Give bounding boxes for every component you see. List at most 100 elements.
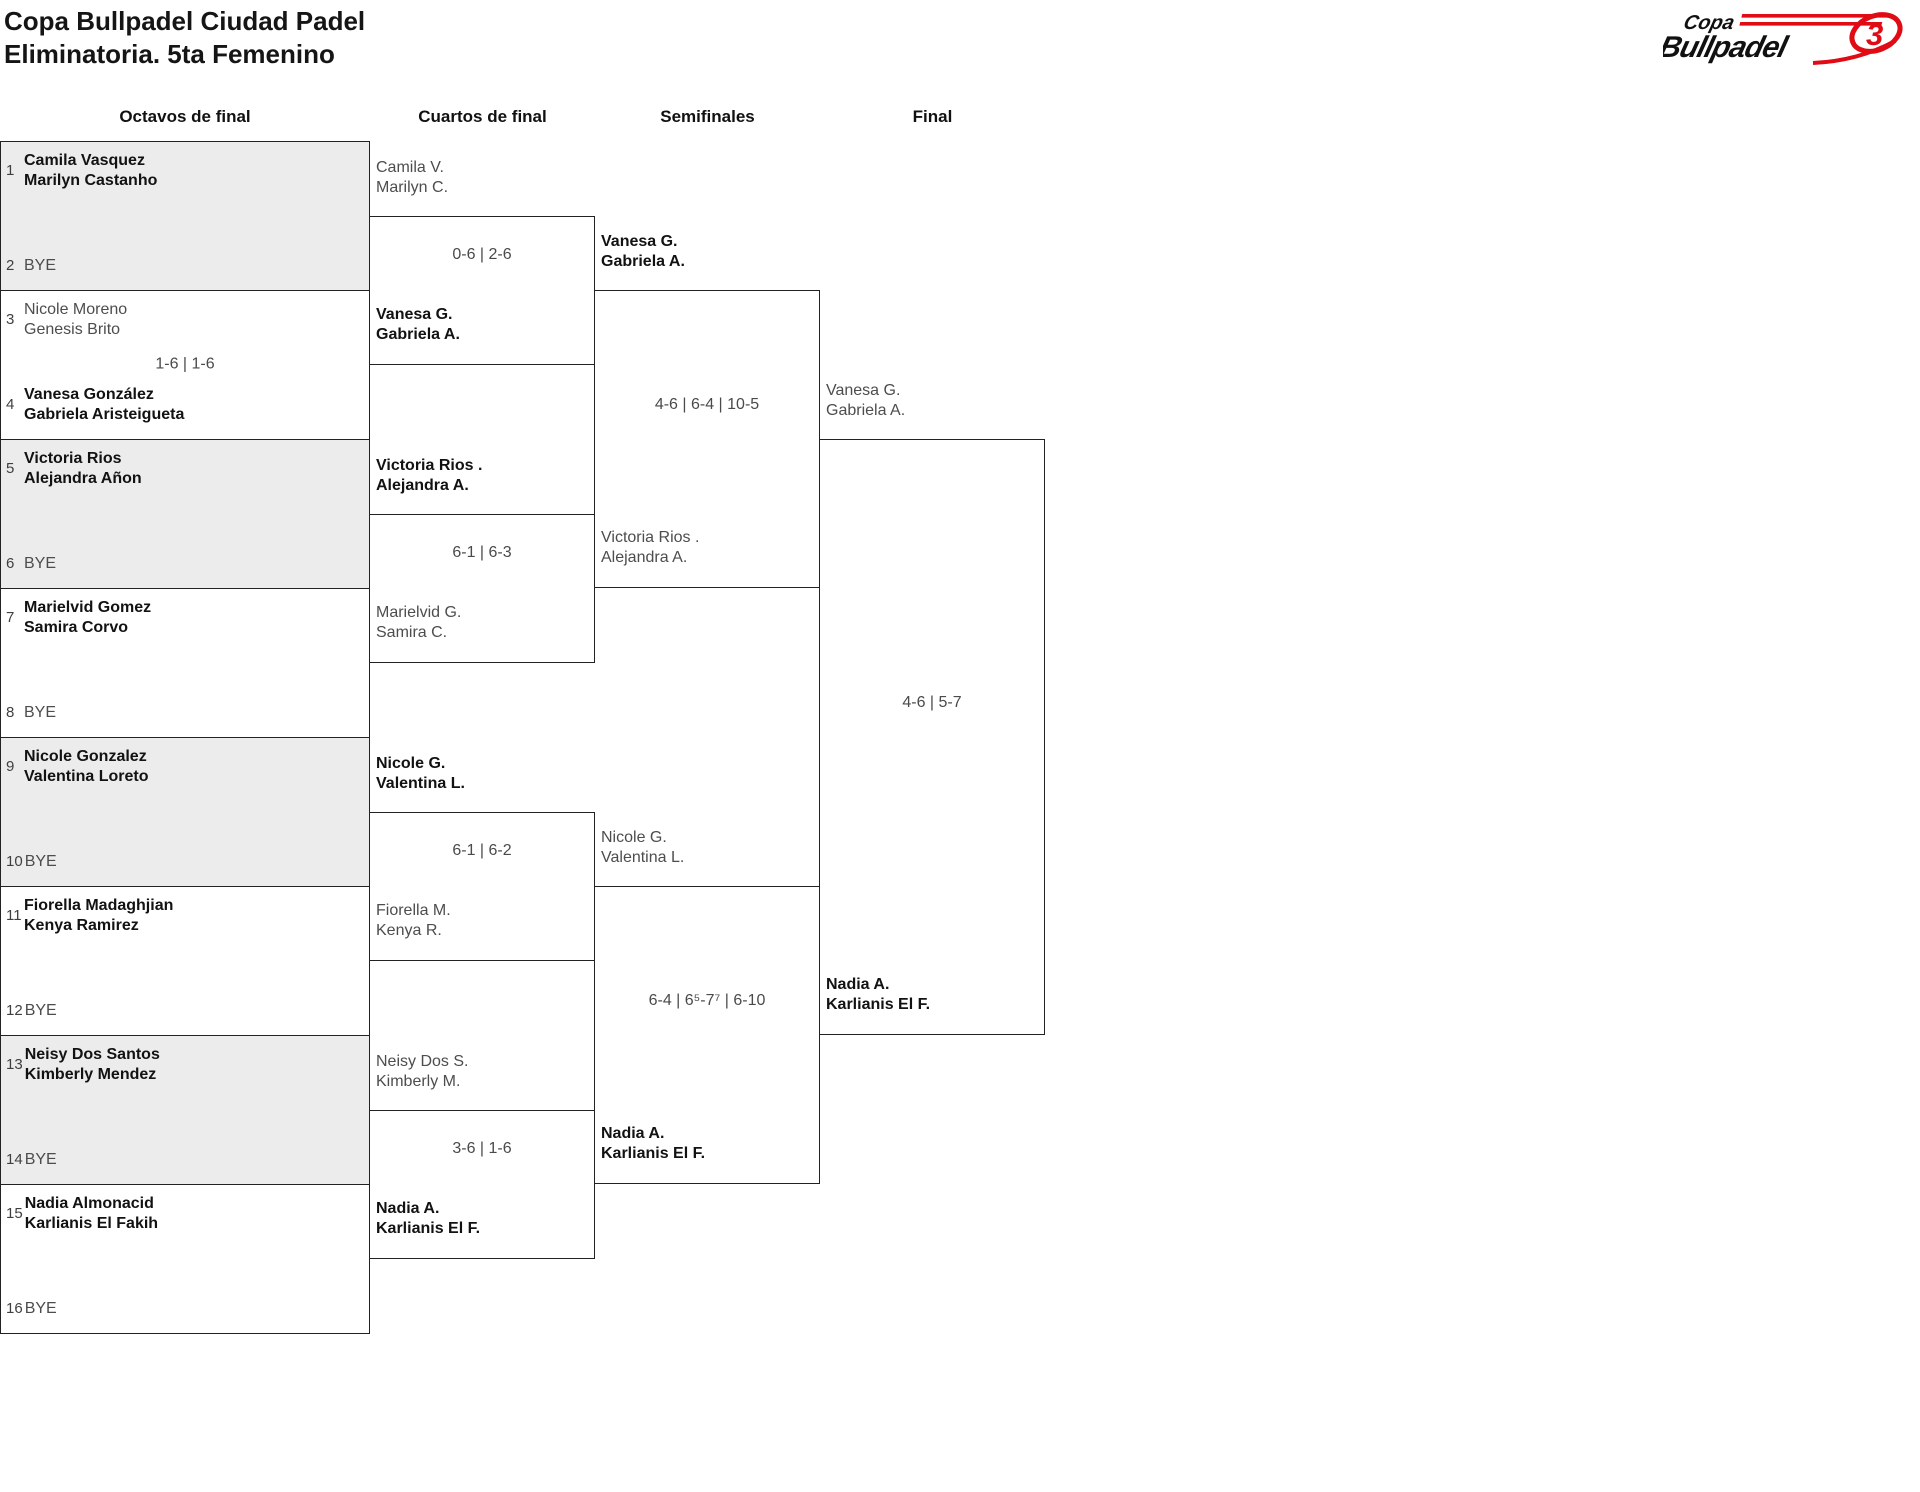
player-name: Kimberly M. — [376, 1072, 461, 1090]
seed-number: 4 — [6, 396, 15, 413]
team-entry: 1 Camila Vasquez Marilyn Castanho — [1, 151, 361, 190]
team-entry: 9 Nicole Gonzalez Valentina Loreto — [1, 747, 361, 786]
bye-label: BYE — [24, 554, 57, 572]
player-name: Vanesa G. — [601, 233, 678, 250]
player-name: Gabriela Aristeigueta — [24, 405, 185, 423]
seed-number: 15 — [6, 1205, 23, 1222]
player-name: Karlianis El F. — [826, 995, 931, 1013]
seed-number: 7 — [6, 609, 15, 626]
qf-match-4: Neisy Dos S. Kimberly M. 3-6 | 1-6 Nadia… — [369, 1053, 595, 1259]
player-name: Samira Corvo — [24, 618, 129, 636]
logo-speedline-1 — [1741, 14, 1891, 18]
team-entry: 11 Fiorella Madaghjian Kenya Ramirez — [1, 896, 361, 935]
team-entry-bye: 14 BYE — [1, 1150, 361, 1170]
match-score: 3-6 | 1-6 — [452, 1140, 512, 1157]
copa-bullpadel-logo: Copa Bullpadel 3 — [1663, 12, 1903, 65]
bye-label: BYE — [24, 852, 57, 870]
player-name: Fiorella M. — [376, 902, 451, 919]
bye-label: BYE — [24, 1150, 57, 1168]
player-name: Nadia Almonacid — [24, 1195, 154, 1212]
team-label: Marielvid G. Samira C. — [376, 603, 461, 642]
player-name: Nicole G. — [601, 829, 667, 846]
sf-match-1: Vanesa G. Gabriela A. 4-6 | 6-4 | 10-5 V… — [594, 233, 820, 588]
round-header-cuartos: Cuartos de final — [418, 107, 547, 126]
seed-number: 8 — [6, 703, 15, 721]
team-entry-bye: 6 BYE — [1, 554, 361, 574]
match-score: 6-1 | 6-2 — [452, 842, 512, 859]
bye-label: BYE — [24, 703, 57, 721]
logo-speedline-2 — [1739, 22, 1883, 26]
player-name: Nicole G. — [376, 755, 446, 772]
match-score: 6-4 | 6⁵-7⁷ | 6-10 — [648, 992, 766, 1009]
seed-number: 16 — [6, 1299, 23, 1317]
seed-number: 13 — [6, 1056, 23, 1073]
player-name: Vanesa G. — [376, 306, 453, 323]
player-name: Karlianis El F. — [601, 1144, 706, 1162]
player-name: Camila V. — [376, 159, 444, 176]
player-name: Fiorella Madaghjian — [24, 897, 174, 914]
logo-copa-text: Copa — [1681, 12, 1736, 34]
player-name: Vanesa G. — [826, 382, 901, 399]
seed-number: 10 — [6, 852, 23, 870]
team-label: Vanesa G. Gabriela A. — [826, 381, 905, 420]
player-name: Kenya Ramirez — [24, 916, 139, 934]
team-label: Nadia A. Karlianis El F. — [376, 1199, 480, 1238]
match-score: 4-6 | 5-7 — [902, 694, 962, 711]
team-entry: 7 Marielvid Gomez Samira Corvo — [1, 598, 361, 637]
qf-match-2: Victoria Rios . Alejandra A. 6-1 | 6-3 M… — [369, 457, 595, 663]
page-header: Copa Bullpadel Ciudad Padel Eliminatoria… — [4, 5, 365, 71]
r16-match-7: 13 Neisy Dos Santos Kimberly Mendez 14 B… — [0, 1035, 370, 1185]
match-score: 0-6 | 2-6 — [452, 246, 512, 263]
player-name: Neisy Dos Santos — [24, 1046, 160, 1063]
team-entry-bye: 16 BYE — [1, 1299, 361, 1319]
logo-emblem-glyph: 3 — [1866, 17, 1883, 52]
team-entry-bye: 8 BYE — [1, 703, 361, 723]
player-name: Valentina L. — [601, 848, 685, 866]
player-name: Alejandra A. — [601, 548, 688, 566]
team-label: Nicole G. Valentina L. — [376, 754, 465, 793]
team-entry-bye: 2 BYE — [1, 256, 361, 276]
team-label: Vanesa G. Gabriela A. — [376, 305, 460, 344]
logo-text-group: Copa Bullpadel — [1663, 12, 1891, 64]
team-entry: 5 Victoria Rios Alejandra Añon — [1, 449, 361, 488]
r16-match-6: 11 Fiorella Madaghjian Kenya Ramirez 12 … — [0, 886, 370, 1036]
logo-bullpadel-text: Bullpadel — [1663, 30, 1792, 63]
team-label: Nicole G. Valentina L. — [601, 828, 684, 867]
player-name: Nadia A. — [376, 1200, 440, 1217]
player-name: Victoria Rios . — [601, 529, 700, 546]
player-name: Neisy Dos S. — [376, 1053, 469, 1070]
r16-match-4: 7 Marielvid Gomez Samira Corvo 8 BYE — [0, 588, 370, 738]
r16-match-1: 1 Camila Vasquez Marilyn Castanho 2 BYE — [0, 141, 370, 291]
team-label: Camila V. Marilyn C. — [376, 158, 448, 197]
team-label: Fiorella M. Kenya R. — [376, 901, 451, 940]
r16-match-2: 3 Nicole Moreno Genesis Brito 1-6 | 1-6 … — [0, 290, 370, 440]
player-name: Marielvid Gomez — [24, 599, 152, 616]
player-name: Gabriela A. — [826, 401, 906, 419]
seed-number: 5 — [6, 460, 15, 477]
match-score: 1-6 | 1-6 — [155, 355, 215, 373]
seed-number: 2 — [6, 256, 15, 274]
bye-label: BYE — [24, 1299, 57, 1317]
player-name: Alejandra Añon — [24, 469, 142, 487]
seed-number: 11 — [6, 907, 22, 924]
r16-match-3: 5 Victoria Rios Alejandra Añon 6 BYE — [0, 439, 370, 589]
seed-number: 3 — [6, 311, 15, 328]
qf-match-1: Camila V. Marilyn C. 0-6 | 2-6 Vanesa G.… — [369, 159, 595, 365]
player-name: Victoria Rios . — [376, 457, 483, 474]
team-label: Victoria Rios . Alejandra A. — [601, 528, 699, 567]
player-name: Kenya R. — [376, 921, 442, 939]
player-name: Karlianis El Fakih — [24, 1214, 159, 1232]
player-name: Nadia A. — [826, 976, 890, 993]
team-entry: 15 Nadia Almonacid Karlianis El Fakih — [1, 1194, 361, 1233]
player-name: Valentina L. — [376, 774, 465, 792]
r16-match-5: 9 Nicole Gonzalez Valentina Loreto 10 BY… — [0, 737, 370, 887]
bye-label: BYE — [24, 256, 57, 274]
player-name: Karlianis El F. — [376, 1219, 481, 1237]
bye-label: BYE — [24, 1001, 57, 1019]
player-name: Gabriela A. — [376, 325, 460, 343]
player-name: Alejandra A. — [376, 476, 469, 494]
page-subtitle: Eliminatoria. 5ta Femenino — [4, 39, 335, 69]
final-match: Vanesa G. Gabriela A. 4-6 | 5-7 Nadia A.… — [819, 382, 1045, 1035]
player-name: Nicole Moreno — [24, 301, 128, 318]
seed-number: 14 — [6, 1150, 23, 1168]
